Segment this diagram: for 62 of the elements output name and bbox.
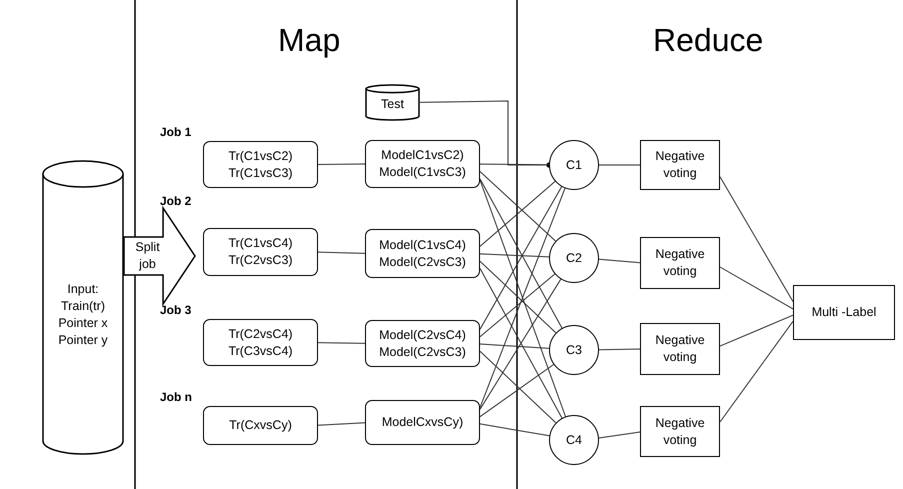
- box-text: ModelCxvsCy): [382, 414, 464, 431]
- connector-line: [480, 344, 550, 349]
- box-text: ModelC1vsC2) Model(C1vsC3): [378, 147, 467, 181]
- box-text: Negative voting: [654, 414, 706, 448]
- box-text: Tr(C1vsC4) Tr(C2vsC3): [227, 235, 294, 269]
- box-text: Multi -Label: [812, 304, 876, 321]
- box-text: Model(C2vsC4) Model(C2vsC3): [378, 326, 467, 360]
- box-text: Test: [381, 96, 404, 114]
- connector-line: [480, 180, 556, 247]
- connector-line: [318, 252, 366, 254]
- job-label: Job n: [160, 390, 192, 404]
- connector-line: [720, 176, 794, 302]
- process-box: [365, 229, 480, 278]
- process-box: [365, 140, 480, 188]
- connector-line: [480, 423, 550, 436]
- process-box: [640, 140, 720, 190]
- connector-line: [598, 432, 640, 438]
- connector-line: [480, 164, 550, 166]
- box-text: Tr(C1vsC2) Tr(C1vsC3): [227, 148, 294, 182]
- class-circle: [549, 415, 599, 465]
- process-box: [640, 406, 720, 457]
- connector-line: [480, 364, 554, 418]
- connector-line: [318, 342, 366, 344]
- connector-line: [720, 320, 794, 422]
- box-text: Negative voting: [654, 246, 706, 280]
- connector-line: [480, 274, 556, 338]
- class-circle: [549, 140, 599, 190]
- class-circle: [549, 325, 599, 375]
- connector-line: [480, 253, 550, 258]
- section-heading: Map: [278, 22, 340, 59]
- connector-line: [598, 348, 640, 350]
- box-text: Tr(C2vsC4) Tr(C3vsC4): [227, 326, 294, 360]
- job-label: Job 1: [160, 125, 192, 139]
- node-label: C1: [566, 156, 582, 174]
- box-text: Input: Train(tr) Pointer x Pointer y: [57, 280, 109, 348]
- job-label: Job 2: [160, 194, 192, 208]
- block-arrow: [123, 206, 196, 306]
- box-text: Model(C1vsC4) Model(C2vsC3): [378, 236, 467, 270]
- process-box: [365, 400, 480, 445]
- edge-label: Split job: [134, 239, 161, 273]
- connector-line: [318, 422, 366, 426]
- box-text: Tr(CxvsCy): [229, 417, 292, 434]
- process-box: [640, 237, 720, 289]
- connector-line: [720, 314, 794, 347]
- box-text: Negative voting: [654, 148, 706, 182]
- output-box: [793, 285, 895, 340]
- connector-line: [720, 266, 794, 310]
- process-box: [365, 320, 480, 367]
- connector-line: [598, 258, 640, 264]
- node-label: C3: [566, 342, 582, 358]
- connector-line: [480, 171, 556, 242]
- node-label: C2: [566, 250, 582, 266]
- connector-line: [598, 164, 640, 166]
- job-label: Job 3: [160, 303, 192, 317]
- process-box: [640, 323, 720, 375]
- connector-line: [480, 350, 556, 424]
- connector-line: [480, 260, 556, 334]
- box-text: Negative voting: [654, 332, 706, 366]
- class-circle: [549, 233, 599, 283]
- connector-line: [318, 164, 366, 165]
- section-heading: Reduce: [653, 22, 764, 59]
- node-label: C4: [566, 432, 582, 448]
